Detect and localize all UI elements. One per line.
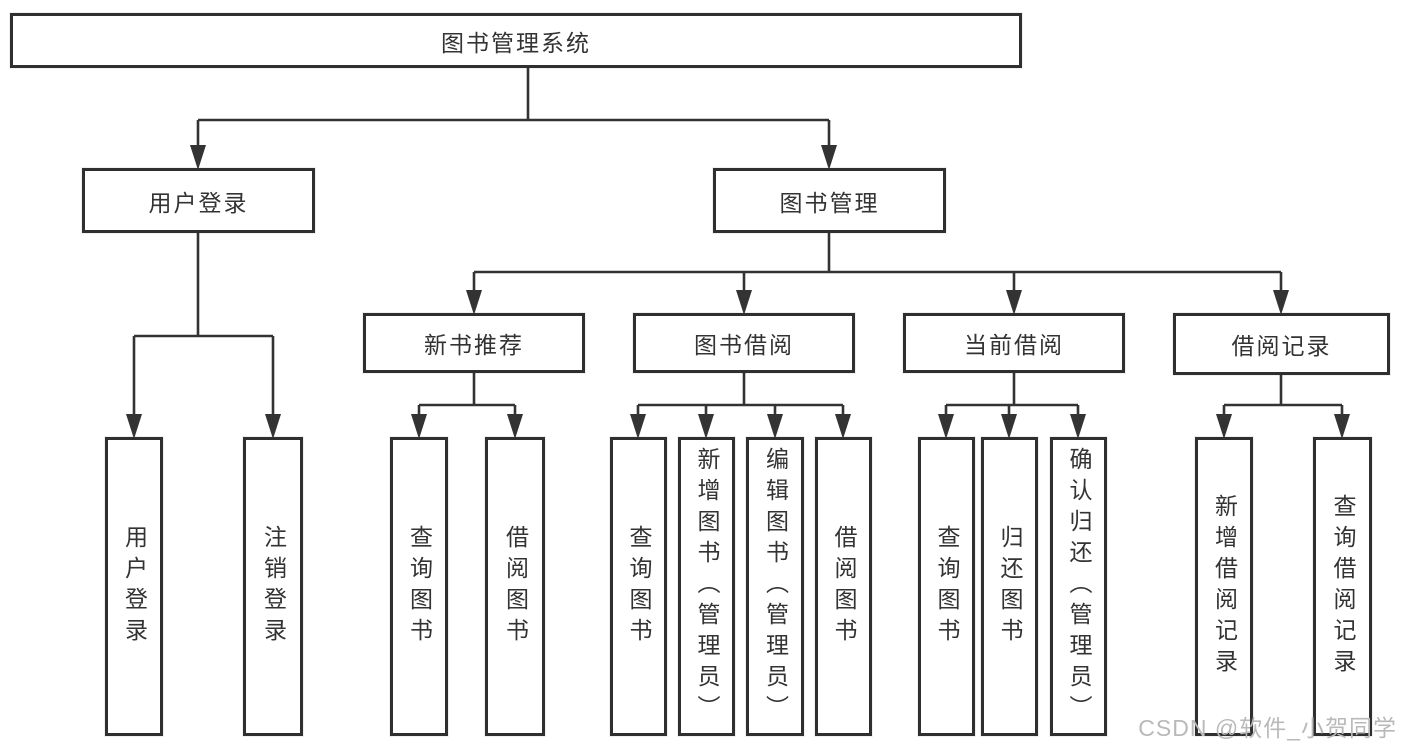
leaf-label: 用户登录	[121, 524, 148, 649]
node-root-system: 图书管理系统	[10, 13, 1022, 68]
arrowhead-down-icon	[1070, 414, 1086, 439]
arrowhead-down-icon	[411, 414, 427, 439]
leaf-label: 查询借阅记录	[1330, 493, 1356, 680]
leaf-borrow-book: 借阅图书	[815, 437, 872, 736]
arrowhead-down-icon	[507, 414, 523, 439]
leaf-label: 归还图书	[997, 524, 1023, 649]
arrowhead-down-icon	[1334, 414, 1350, 439]
arrowhead-down-icon	[1216, 414, 1232, 439]
node-current-borrow: 当前借阅	[903, 313, 1125, 373]
arrowhead-down-icon	[190, 145, 206, 170]
leaf-label: 查询图书	[406, 524, 433, 649]
arrowhead-down-icon	[1006, 290, 1022, 315]
node-borrow-record: 借阅记录	[1173, 313, 1390, 375]
csdn-watermark: CSDN @软件_小贺同学	[1138, 715, 1397, 741]
leaf-add-book-admin: 新增图书（管理员）	[678, 437, 735, 736]
leaf-label: 新增图书（管理员）	[694, 447, 720, 726]
arrowhead-down-icon	[265, 414, 281, 439]
leaf-recommend-borrow-book: 借阅图书	[485, 437, 545, 736]
arrowhead-down-icon	[835, 414, 851, 439]
leaf-logout: 注销登录	[243, 437, 303, 736]
arrowhead-down-icon	[1001, 414, 1017, 439]
arrowhead-down-icon	[821, 145, 837, 170]
node-user-login: 用户登录	[82, 168, 315, 233]
leaf-user-login: 用户登录	[105, 437, 163, 736]
arrowhead-down-icon	[1273, 290, 1289, 315]
leaf-label: 新增借阅记录	[1211, 493, 1238, 680]
leaf-borrow-query-book: 查询图书	[610, 437, 667, 736]
leaf-label: 借阅图书	[502, 524, 529, 649]
leaf-label: 编辑图书（管理员）	[762, 447, 789, 726]
node-label: 借阅记录	[1231, 333, 1332, 359]
leaf-label: 查询图书	[626, 524, 652, 649]
leaf-label: 确认归还（管理员）	[1066, 447, 1092, 726]
leaf-add-borrow-record: 新增借阅记录	[1195, 437, 1253, 736]
arrowhead-down-icon	[466, 290, 482, 315]
node-label: 图书借阅	[694, 332, 794, 358]
arrowhead-down-icon	[630, 414, 646, 439]
leaf-edit-book-admin: 编辑图书（管理员）	[746, 437, 804, 736]
node-book-borrow: 图书借阅	[633, 313, 855, 373]
leaf-recommend-query-book: 查询图书	[390, 437, 448, 736]
node-label: 用户登录	[148, 189, 249, 216]
leaf-label: 查询图书	[934, 524, 960, 649]
node-book-management: 图书管理	[713, 168, 946, 233]
arrowhead-down-icon	[126, 414, 142, 439]
node-label: 图书管理	[779, 189, 880, 216]
node-label: 新书推荐	[424, 332, 524, 358]
leaf-confirm-return-admin: 确认归还（管理员）	[1050, 437, 1107, 736]
arrowhead-down-icon	[767, 414, 783, 439]
node-label: 当前借阅	[964, 332, 1064, 358]
arrowhead-down-icon	[938, 414, 954, 439]
node-label: 图书管理系统	[441, 29, 591, 56]
arrowhead-down-icon	[698, 414, 714, 439]
leaf-query-borrow-record: 查询借阅记录	[1313, 437, 1372, 736]
leaf-return-book: 归还图书	[981, 437, 1038, 736]
arrowhead-down-icon	[736, 290, 752, 315]
leaf-label: 注销登录	[260, 524, 287, 649]
leaf-current-query-book: 查询图书	[918, 437, 975, 736]
node-new-book-recommend: 新书推荐	[363, 313, 585, 373]
leaf-label: 借阅图书	[831, 524, 857, 649]
